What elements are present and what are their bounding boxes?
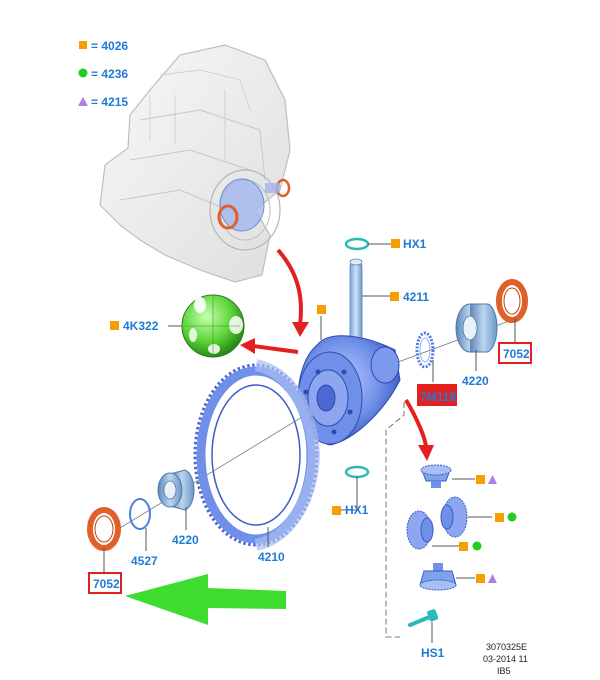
label-7m118: 7M118 (420, 390, 456, 404)
legend-circle-icon (78, 68, 88, 78)
label-hx1-bottom: HX1 (345, 503, 369, 517)
legend: = 4026 = 4236 = 4215 (78, 39, 128, 109)
label-7052-left: 7052 (93, 577, 120, 591)
label-hx1-top: HX1 (403, 237, 427, 251)
pinion-gear-left (406, 510, 482, 551)
label-hs1: HS1 (421, 646, 445, 660)
label-4220-left: 4220 (172, 533, 199, 547)
housing-differential-ghost (217, 178, 291, 232)
bolt-hs1: HS1 (408, 609, 445, 660)
hx1-bottom-clip: HX1 (332, 465, 370, 517)
shim-4527: 4527 (129, 498, 158, 568)
reference-line-3: IB5 (497, 666, 511, 676)
label-4527: 4527 (131, 554, 158, 568)
seal-right-label-box (498, 342, 532, 364)
differential-case-4k322: 4K322 (110, 294, 245, 358)
label-4210: 4210 (258, 550, 285, 564)
bearing-4220-right: 4220 (455, 303, 498, 388)
legend-circle-text: = 4236 (91, 67, 128, 81)
ring-gear-4210: 4210 (193, 359, 321, 564)
reference-line-2: 03-2014 11 (483, 654, 528, 664)
transaxle-housing (99, 44, 291, 283)
legend-triangle-icon (78, 97, 88, 106)
reference-block: 3070325E 03-2014 11 IB5 (483, 642, 528, 676)
label-4k322: 4K322 (123, 319, 159, 333)
seal-7052-right: 7052 (496, 279, 532, 364)
legend-square-icon (79, 41, 87, 49)
seal-7052-left: 7052 (87, 507, 122, 594)
seal-left-label-box (88, 572, 122, 594)
tone-ring-7m118: 7M118 (415, 331, 457, 406)
green-direction-arrow (125, 574, 286, 625)
side-gear-top (420, 464, 497, 488)
bearing-4220-left: 4220 (157, 469, 199, 547)
legend-triangle-text: = 4215 (91, 95, 128, 109)
label-4220-right: 4220 (462, 374, 489, 388)
label-4211: 4211 (403, 290, 429, 304)
hx1-top-clip: HX1 (344, 237, 427, 251)
tone-ring-label-box (417, 384, 457, 406)
pinion-shaft-4211: 4211 (349, 258, 429, 343)
pinion-gear-right (440, 496, 517, 538)
side-gear-bottom (419, 563, 497, 591)
reference-line-1: 3070325E (486, 642, 527, 652)
legend-square-text: = 4026 (91, 39, 128, 53)
label-7052-right: 7052 (503, 347, 530, 361)
red-arrows (240, 248, 434, 461)
